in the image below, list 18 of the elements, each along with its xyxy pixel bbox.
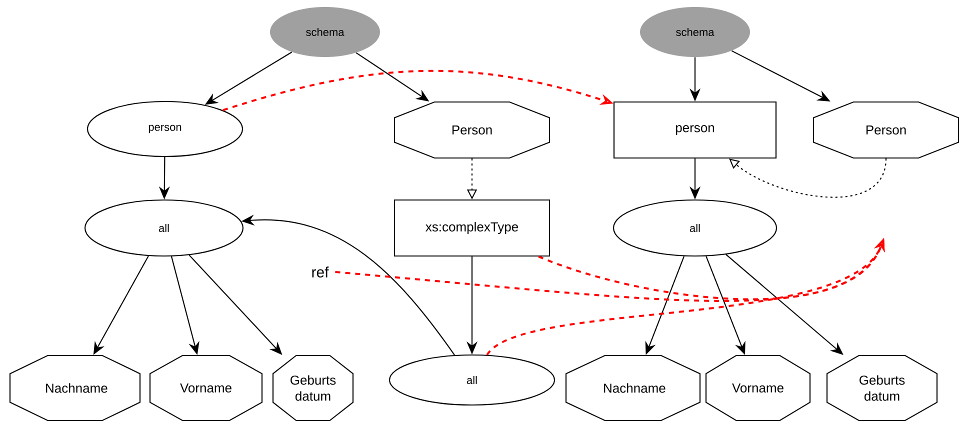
octagon-node: Geburts datum: [272, 354, 354, 422]
ellipse-node: all: [612, 199, 778, 257]
octagon-node: Vorname: [705, 354, 811, 422]
ellipse-node: all: [388, 354, 556, 406]
box-node: xs:complexType: [394, 199, 550, 257]
box-node: person: [613, 101, 777, 159]
edge-label: ref: [305, 262, 335, 282]
ellipse-node: all: [84, 199, 244, 257]
octagon-node: Vorname: [149, 354, 263, 422]
octagon-node: Person: [812, 101, 960, 159]
octagon-node: Person: [394, 101, 550, 159]
ellipse-node: schema: [640, 7, 750, 57]
octagon-node: Nachname: [565, 354, 701, 422]
ellipse-node: person: [86, 100, 244, 158]
octagon-node: Nachname: [9, 354, 141, 422]
dotted-arrow: [729, 158, 887, 198]
octagon-node: Geburts datum: [826, 354, 938, 422]
ellipse-node: schema: [270, 7, 380, 57]
